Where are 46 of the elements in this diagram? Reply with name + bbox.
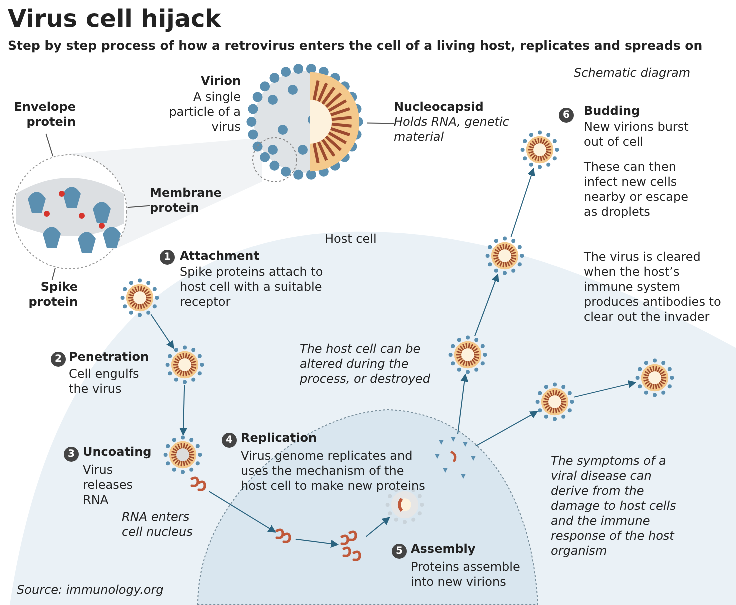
step-number: 6 [559,108,574,123]
arrow [208,491,276,533]
part-name: Spike protein [28,280,78,310]
arrow [510,168,536,238]
step-description: New virions burst out of cell [584,120,690,150]
source-note: Source: immunology.org [17,583,165,598]
leader-line [127,205,150,208]
step-description: Cell engulfs the virus [69,367,140,397]
arrow [574,380,637,398]
step-title: Penetration [69,350,150,365]
step-description: Virus genome replicates and uses the mechanism of the host cell to make new proteins [241,449,426,494]
part-name: Nucleocapsid [394,100,485,115]
arrow [475,411,538,447]
annotation: The virus is cleared when the host’s immune system produces antibodies to clear out the invader [584,250,722,325]
step-title: Attachment [180,249,260,264]
annotation: The symptoms of a viral disease can derive from the damage to host cells and the immune response of the host organism [551,454,678,559]
step-title: Assembly [411,542,477,557]
arrow [180,384,188,436]
part-description: Holds RNA, genetic material [394,115,510,145]
step-description: Spike proteins attach to host cell with a suitable receptor [180,265,324,310]
part-description: A single particle of a virus [168,90,241,135]
annotation: The host cell can be altered during the process, or destroyed [300,342,432,387]
arrow [150,314,174,350]
step-title: Uncoating [83,445,153,460]
part-name: Membrane protein [150,186,223,216]
arrow [458,374,469,435]
step-title: Budding [584,104,642,119]
leader-line [366,122,394,124]
step-description: These can then infect new cells nearby or escape as droplets [584,160,690,220]
annotation: RNA enters cell nucleus [122,510,194,540]
arrow [295,538,340,548]
step-number: 2 [51,352,66,367]
region-label: Host cell [325,232,377,247]
step-description: Virus releases RNA [83,463,134,508]
arrow [474,274,500,337]
step-number: 1 [160,250,175,265]
part-name: Virion [200,74,241,89]
leader-line [52,268,56,280]
part-name: Envelope protein [13,100,76,130]
step-description: Proteins assemble into new virions [411,560,522,590]
leader-line [46,134,54,157]
step-title: Replication [241,431,318,446]
title: Virus cell hijack [8,4,222,34]
arrow [366,517,390,538]
subtitle: Step by step process of how a retrovirus enters the cell of a living host, replicates and spreads on [8,38,704,53]
note: Schematic diagram [574,66,692,81]
